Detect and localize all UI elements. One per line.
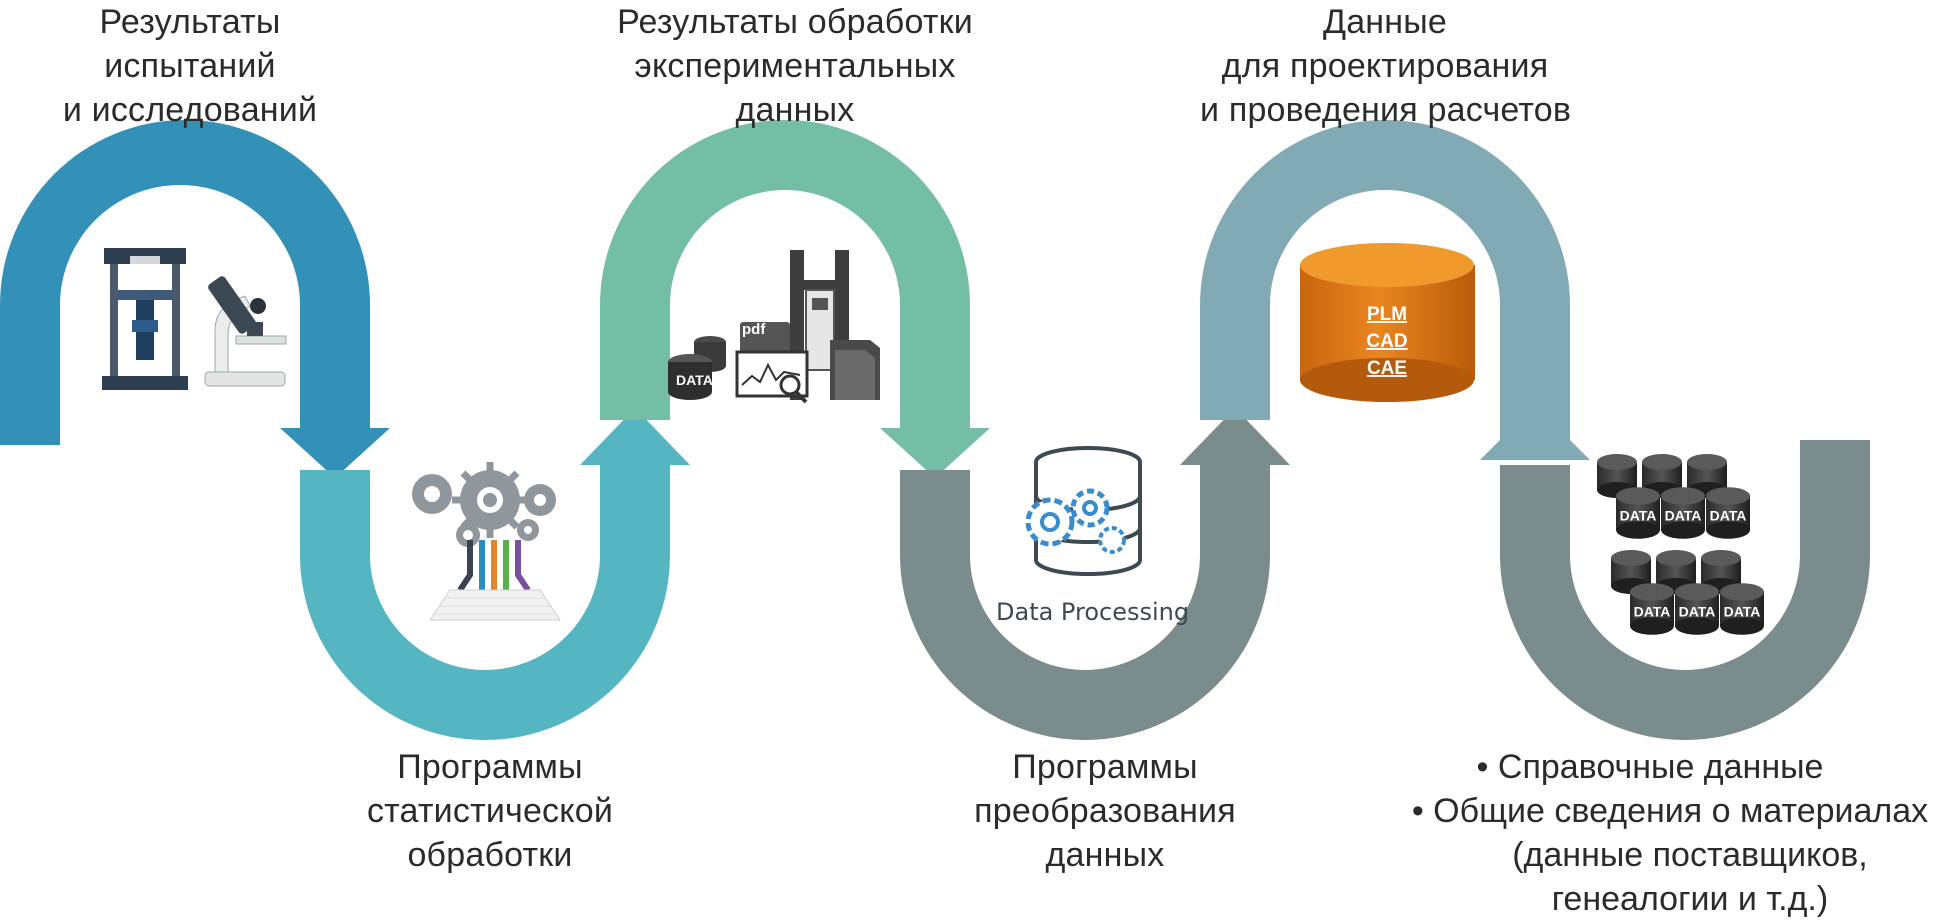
data-cylinder-front: DATA bbox=[1616, 487, 1660, 539]
flow-arc-3 bbox=[600, 120, 970, 440]
data-stacks-icon: DATA DATA DATA DATA DATA DATA bbox=[1597, 454, 1764, 635]
bullet-general-info-cont-1: (данные поставщиков, bbox=[1512, 836, 1868, 874]
flow-arc-4 bbox=[900, 465, 1270, 740]
db-line-cad: CAD bbox=[1366, 331, 1407, 352]
flow-arc-1 bbox=[0, 120, 370, 445]
data-cylinder-back bbox=[1687, 454, 1727, 498]
data-processing-label: Data Processing bbox=[996, 598, 1189, 626]
data-cylinder-label: DATA bbox=[1665, 507, 1702, 523]
db-line-plm: PLM bbox=[1367, 304, 1407, 325]
flow-arrowhead-up-4 bbox=[1180, 408, 1290, 465]
data-cylinder-label: DATA bbox=[1724, 603, 1761, 619]
flow-arc-6 bbox=[1500, 440, 1870, 740]
label-processed-results: Результаты обработки экспериментальных д… bbox=[617, 3, 973, 129]
flow-arrowhead-up-2 bbox=[580, 408, 690, 465]
data-cylinder-back bbox=[1701, 550, 1741, 594]
pdf-label: pdf bbox=[742, 321, 766, 338]
label-conversion-software: Программы преобразования данных bbox=[974, 748, 1236, 874]
bullet-general-info-cont-2: генеалогии и т.д.) bbox=[1551, 880, 1829, 918]
data-label-collage: DATA bbox=[676, 372, 713, 388]
plm-cad-cae-database-icon: PLM CAD CAE bbox=[1300, 243, 1475, 402]
data-cylinder-label: DATA bbox=[1679, 603, 1716, 619]
gears-software-icon bbox=[412, 462, 561, 621]
flow-arrowhead-down-3 bbox=[880, 428, 990, 478]
data-cylinder-front: DATA bbox=[1661, 487, 1705, 539]
data-cylinder-front: DATA bbox=[1630, 583, 1674, 635]
data-cylinder-label: DATA bbox=[1620, 507, 1657, 523]
db-line-cae: CAE bbox=[1367, 358, 1407, 379]
flow-arc-5 bbox=[1200, 120, 1570, 440]
label-statistical-software: Программы статистической обработки bbox=[366, 748, 614, 874]
bullet-general-info: • Общие сведения о материалах bbox=[1411, 792, 1929, 830]
testing-machine-icon bbox=[102, 248, 188, 390]
label-design-data: Данные для проектирования и проведения р… bbox=[1200, 3, 1572, 129]
data-processing-icon: Data Processing bbox=[996, 446, 1189, 626]
flow-arc-2 bbox=[300, 465, 670, 740]
data-cylinder-front: DATA bbox=[1720, 583, 1764, 635]
flow-arrowhead-up-5 bbox=[1480, 405, 1590, 460]
bullet-reference-data: • Справочные данные bbox=[1476, 748, 1824, 786]
flow-arrowhead-down-1 bbox=[280, 428, 390, 478]
data-cylinder-label: DATA bbox=[1710, 507, 1747, 523]
label-test-results: Результаты испытаний и исследований bbox=[62, 3, 318, 129]
data-cylinder-front: DATA bbox=[1706, 487, 1750, 539]
microscope-icon bbox=[204, 276, 287, 387]
data-cylinder-label: DATA bbox=[1634, 603, 1671, 619]
reference-data-list: • Справочные данные • Общие сведения о м… bbox=[1410, 745, 1930, 921]
data-cylinder-front: DATA bbox=[1675, 583, 1719, 635]
processed-results-icon: pdf DATA bbox=[668, 250, 880, 404]
